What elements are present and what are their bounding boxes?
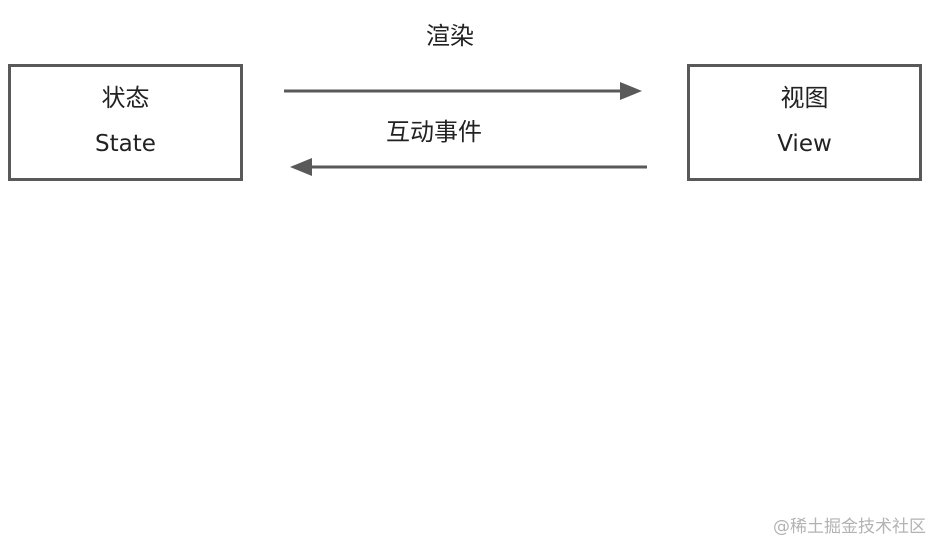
interaction-edge-label: 互动事件	[386, 118, 482, 146]
view-node-subtitle: View	[777, 130, 832, 157]
arrow-interaction	[290, 158, 647, 176]
state-node-subtitle: State	[95, 130, 156, 157]
view-node-title: 视图	[780, 83, 829, 112]
view-node: 视图 View	[687, 64, 922, 181]
state-node-title: 状态	[101, 83, 150, 112]
render-edge-label: 渲染	[426, 22, 474, 50]
arrow-render	[284, 82, 642, 100]
state-node: 状态 State	[8, 64, 243, 181]
watermark: @稀土掘金技术社区	[773, 517, 926, 537]
